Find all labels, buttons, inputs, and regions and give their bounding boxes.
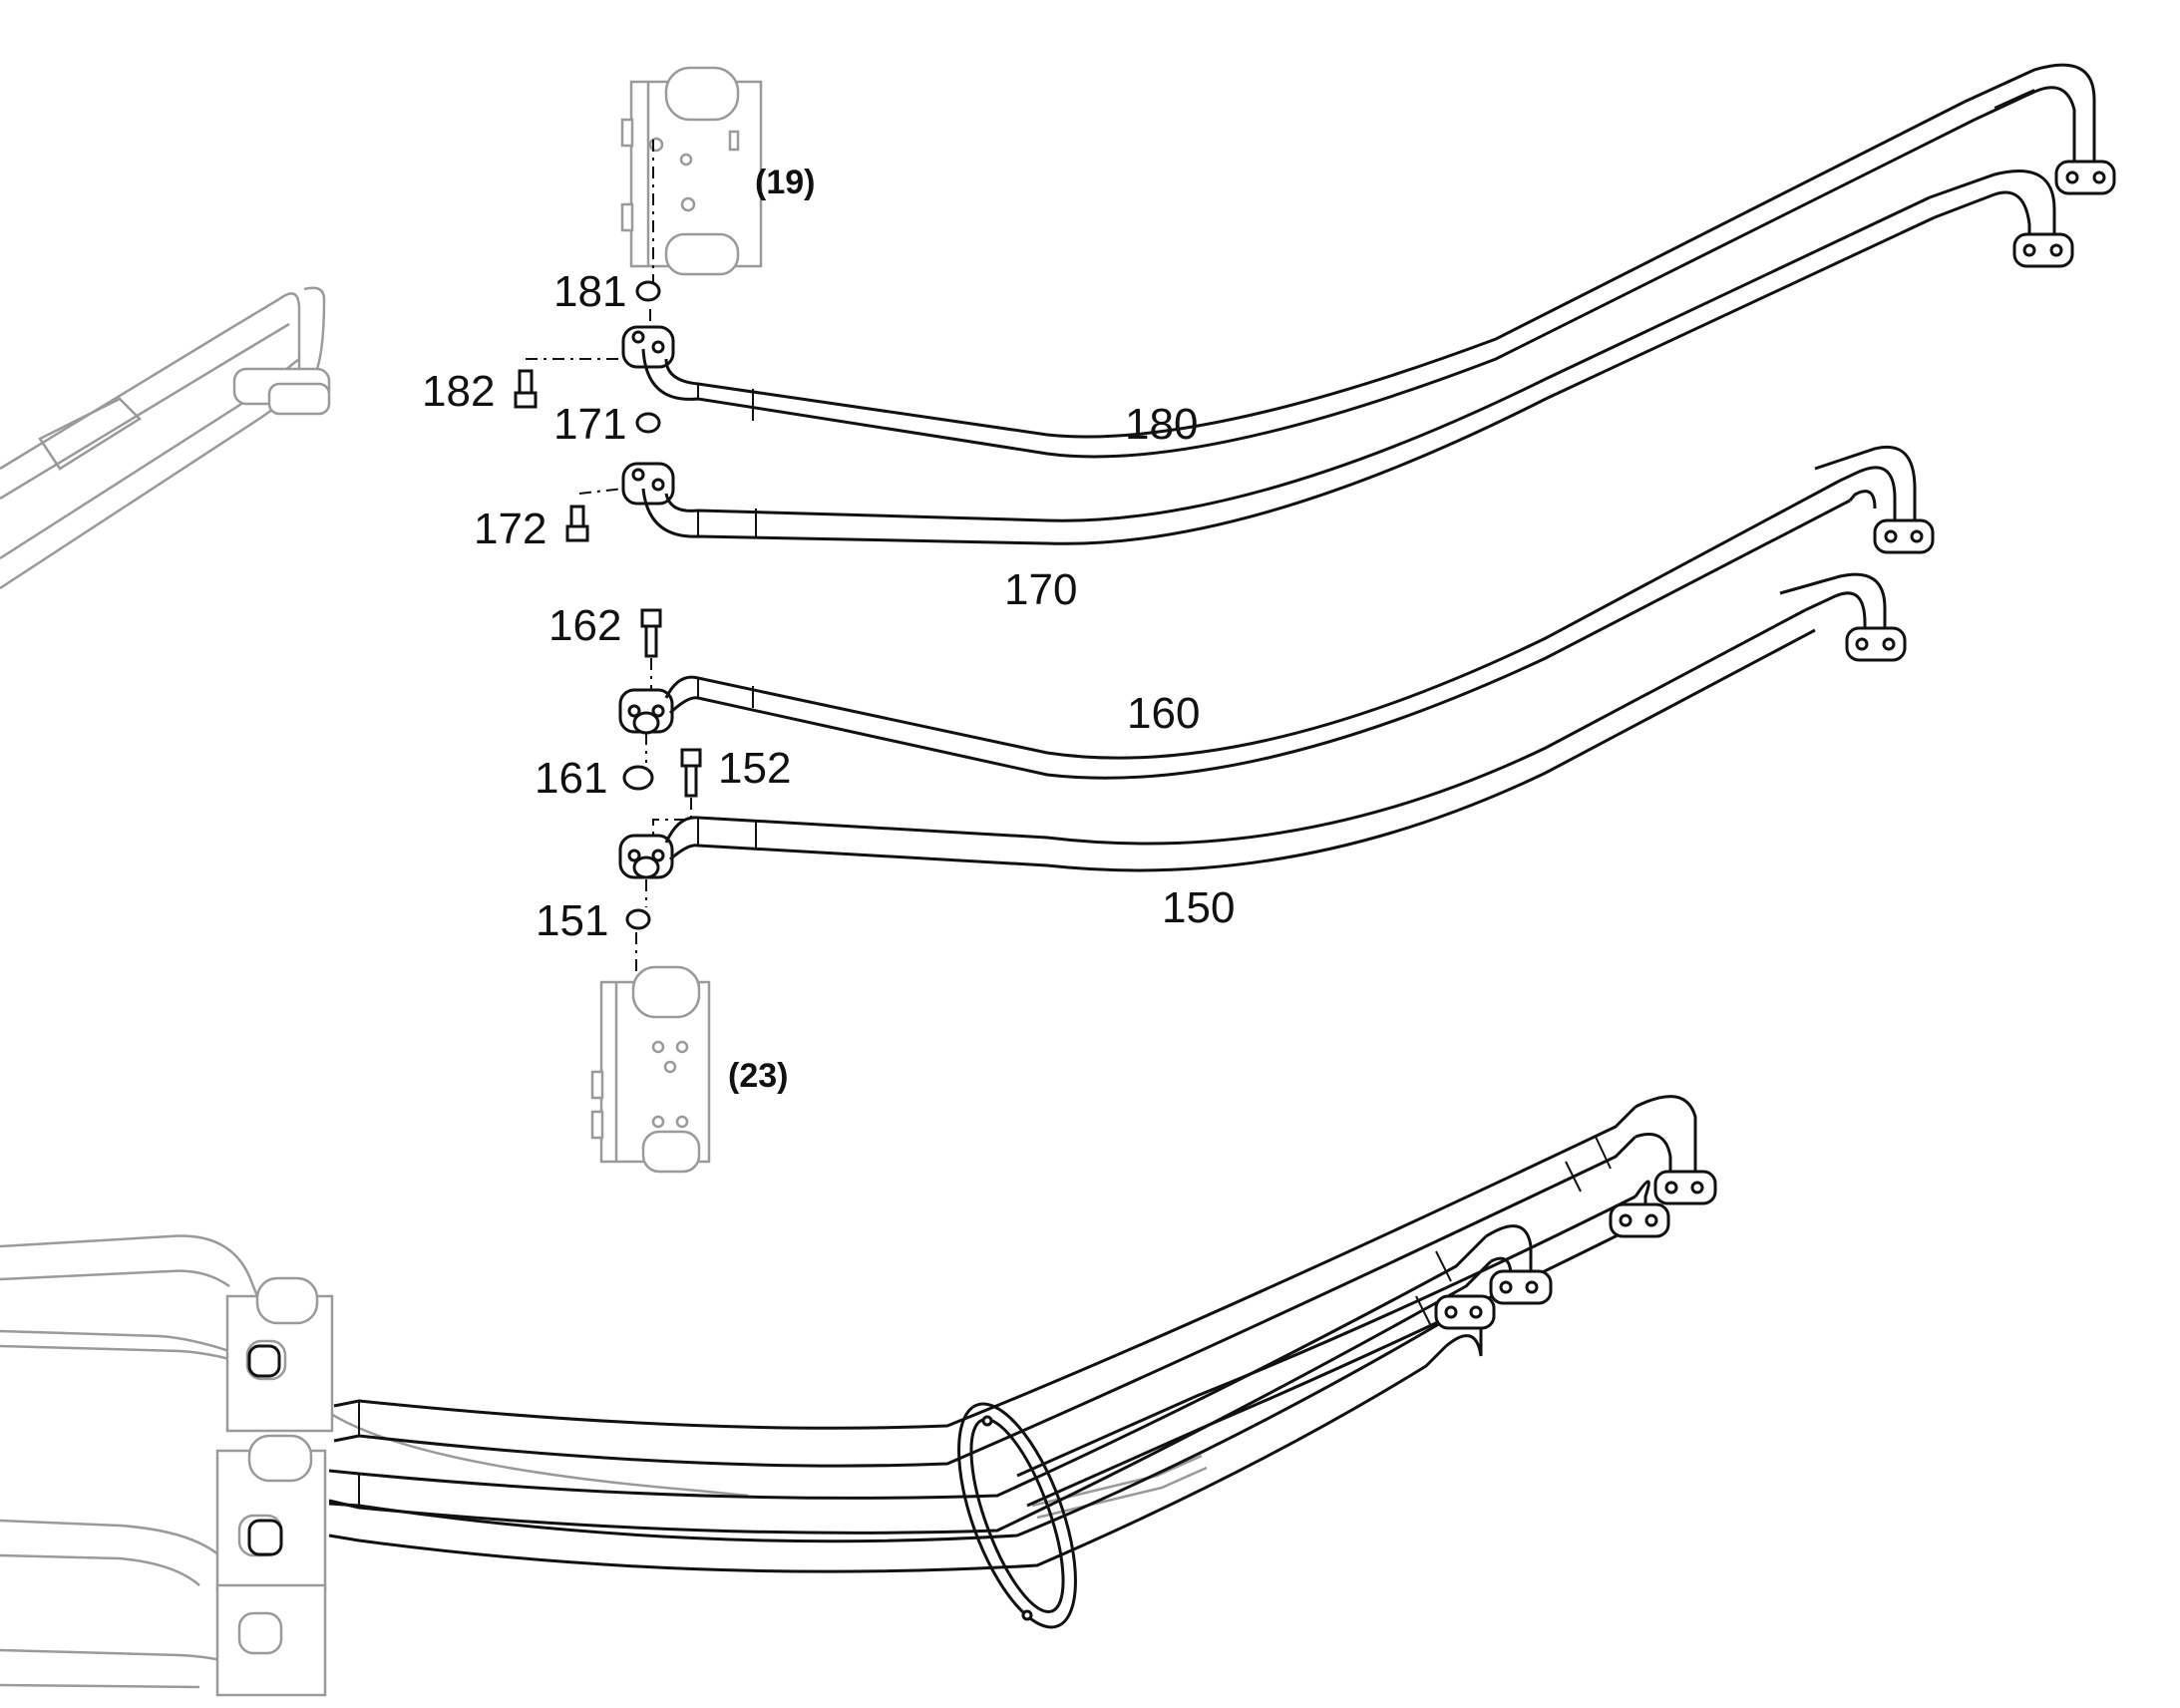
hose-180 [621,63,2116,459]
ref-19-label: (19) [755,164,815,201]
assembled-view [0,1095,1717,1697]
valve-block-19 [620,66,763,276]
part-180-label: 180 [1125,400,1198,449]
part-171-label: 171 [553,400,626,449]
ref-23-label: (23) [728,1057,788,1095]
hose-170 [621,170,2074,545]
part-152-label: 152 [718,744,791,793]
o-ring-161 [622,765,654,791]
bolt-152 [652,748,702,838]
hose-150 [618,572,1907,879]
valve-block-23 [590,965,711,1174]
bolt-162 [640,608,662,698]
bolt-172 [565,488,624,542]
part-162-label: 162 [548,601,621,650]
part-170-label: 170 [1004,565,1077,614]
part-150-label: 150 [1162,883,1235,932]
hose-160 [618,446,1935,780]
ghost-assembly-left [0,286,331,590]
part-161-label: 161 [535,754,607,803]
o-ring-151 [625,908,651,930]
o-ring-181 [635,280,661,302]
part-182-label: 182 [422,367,495,416]
part-181-label: 181 [553,267,626,316]
part-160-label: 160 [1127,689,1200,738]
part-151-label: 151 [536,896,608,945]
bolt-182 [514,358,625,409]
o-ring-171 [635,412,661,434]
part-172-label: 172 [474,505,546,553]
